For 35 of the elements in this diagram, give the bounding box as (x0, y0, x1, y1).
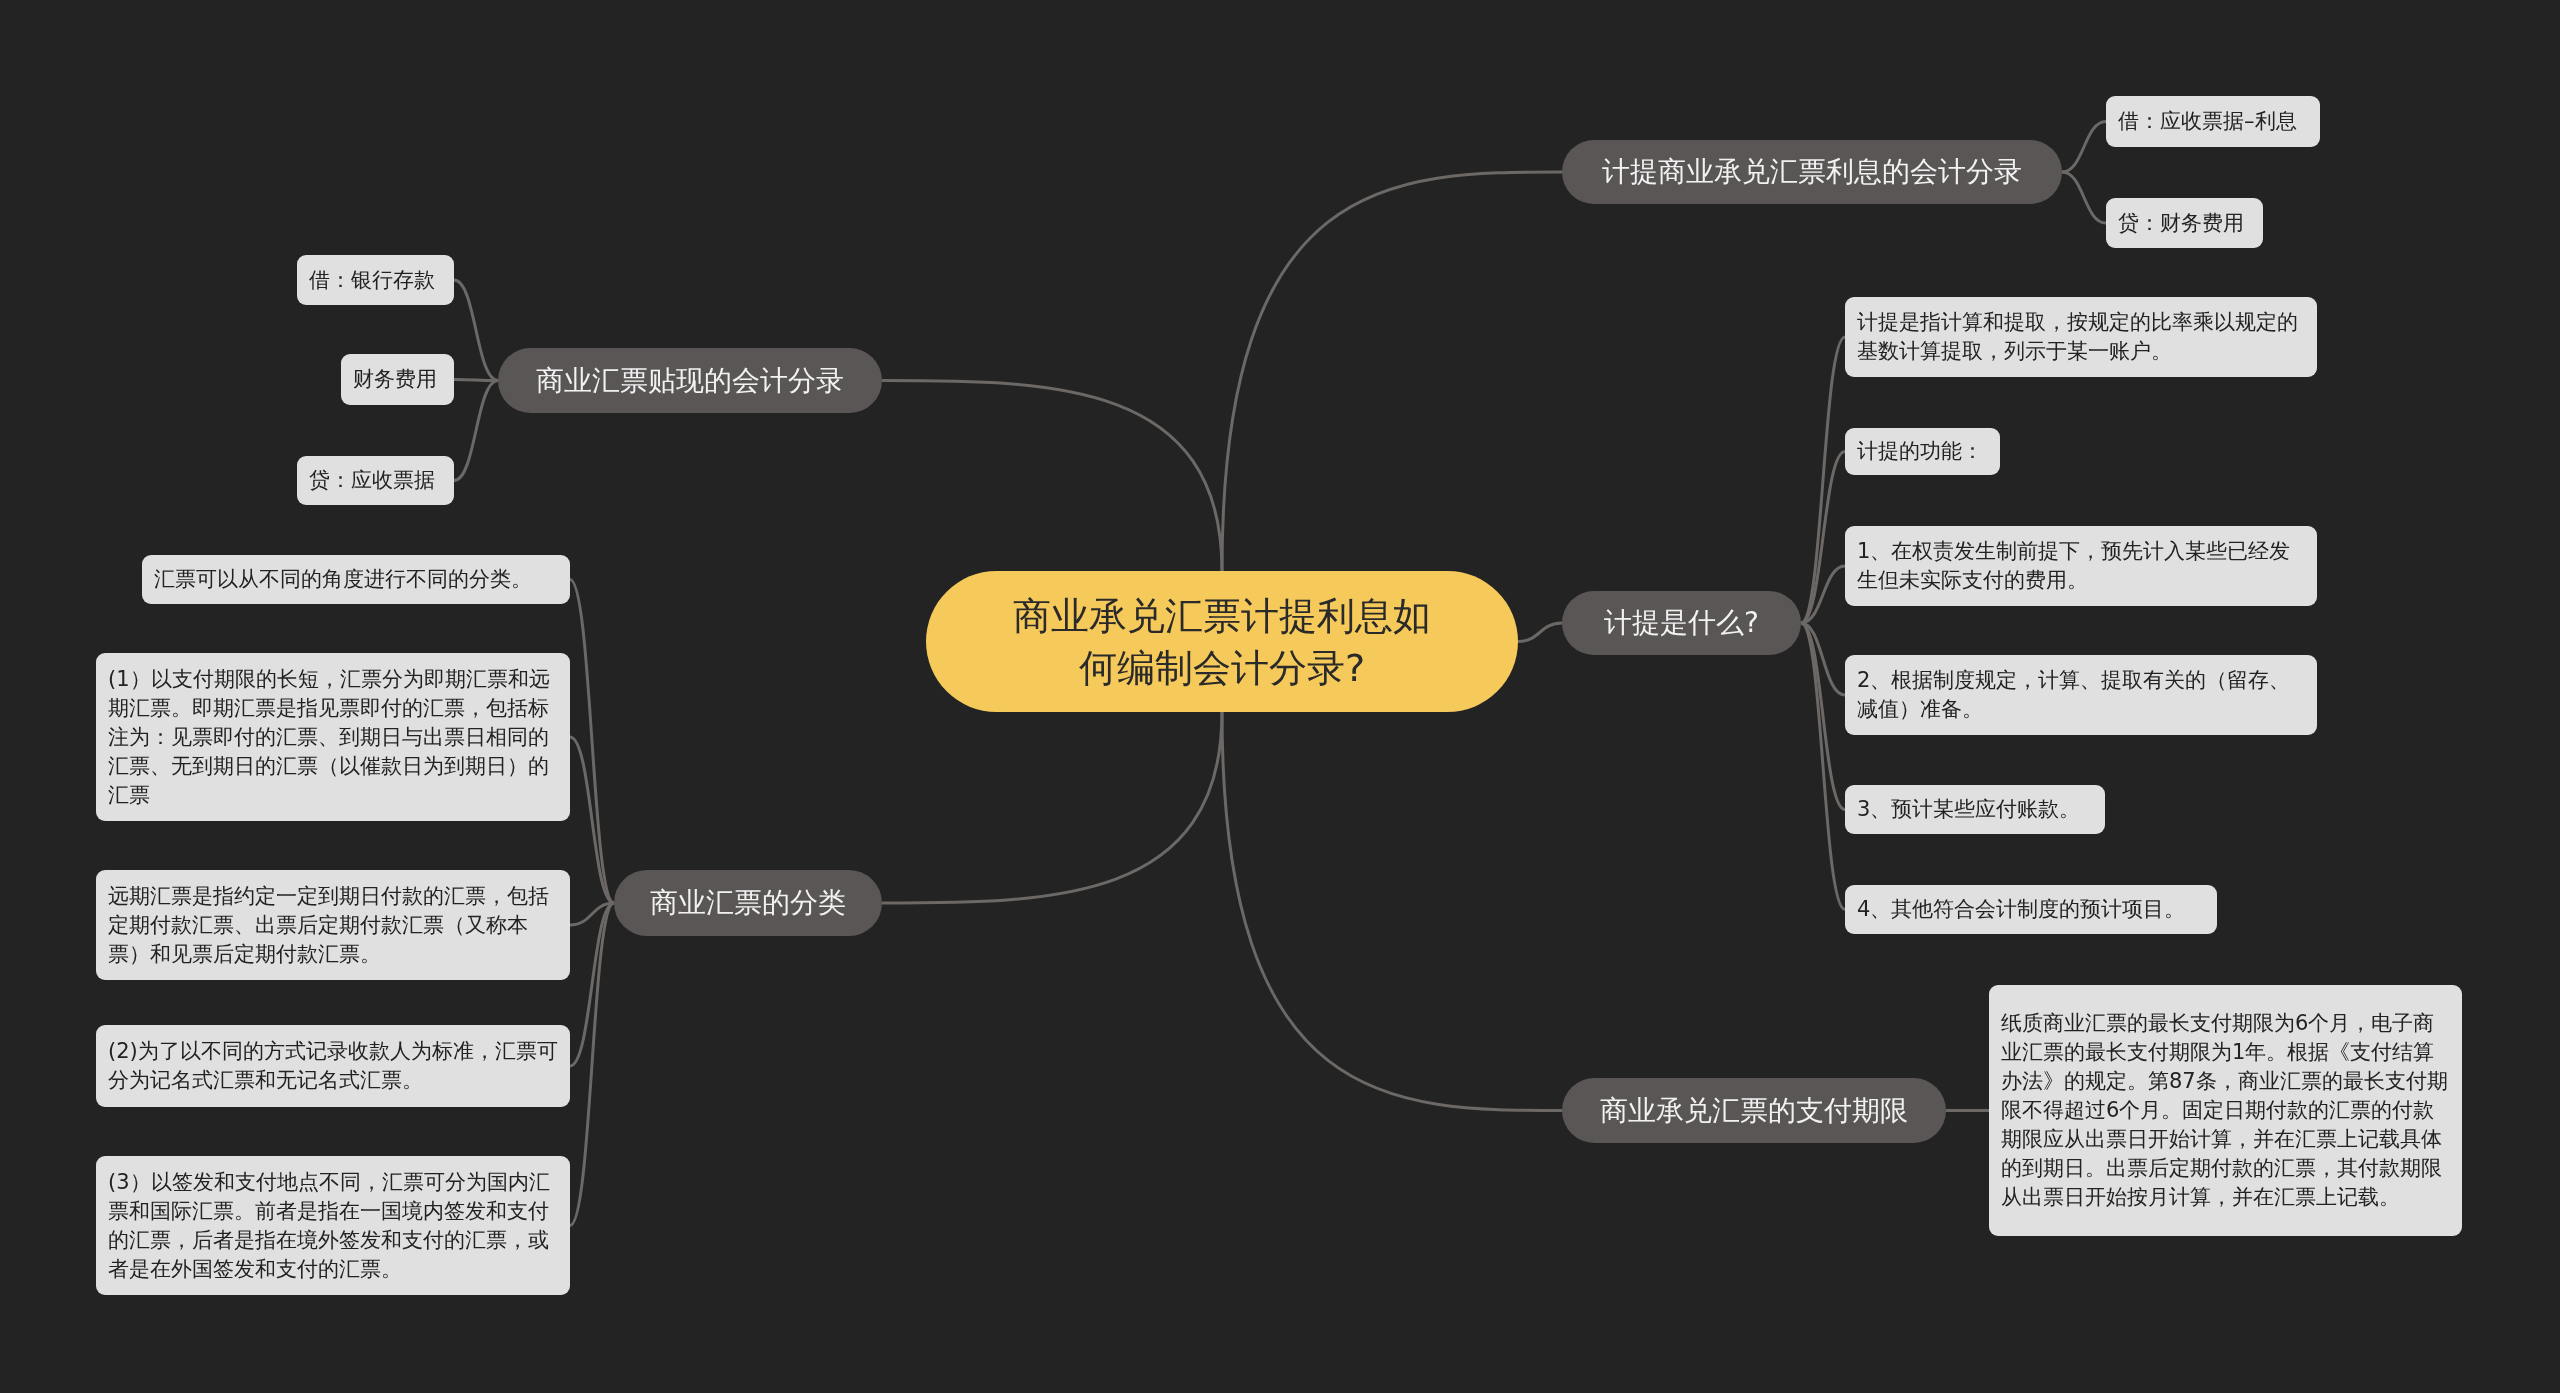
note-box: (1）以支付期限的长短，汇票分为即期汇票和远期汇票。即期汇票是指见票即付的汇票，包括标注为：见票即付的汇票、到期日与出票日相同的汇票、无到期日的汇票（以催款日为到期日）的汇票 (96, 653, 570, 821)
note-box: 借：银行存款 (297, 255, 454, 305)
note-box: 3、预计某些应付账款。 (1845, 785, 2105, 834)
note-box: 借：应收票据–利息 (2106, 96, 2320, 147)
note-box: 1、在权责发生制前提下，预先计入某些已经发生但未实际支付的费用。 (1845, 526, 2317, 606)
topic-box: 商业汇票的分类 (614, 870, 882, 936)
connector-line (882, 379, 1224, 572)
topic-box: 计提商业承兑汇票利息的会计分录 (1562, 140, 2062, 204)
note-box: 贷：应收票据 (297, 456, 454, 505)
connector-line (453, 278, 499, 382)
connector-line (2061, 170, 2107, 225)
note-box: 2、根据制度规定，计算、提取有关的（留存、减值）准备。 (1845, 655, 2317, 735)
note-box: 贷：财务费用 (2106, 198, 2263, 248)
connector-line (1517, 621, 1563, 643)
connector-line (1220, 170, 1562, 572)
note-box: (2)为了以不同的方式记录收款人为标准，汇票可分为记名式汇票和无记名式汇票。 (96, 1025, 570, 1107)
central-topic: 商业承兑汇票计提利息如何编制会计分录? (926, 571, 1518, 712)
topic-box: 商业汇票贴现的会计分录 (498, 348, 882, 413)
connector-line (882, 711, 1224, 905)
topic-box: 计提是什么? (1562, 591, 1801, 655)
connector-line (1946, 1109, 1989, 1112)
note-box: 4、其他符合会计制度的预计项目。 (1845, 885, 2217, 934)
connector-line (1799, 622, 1847, 911)
note-box: 汇票可以从不同的角度进行不同的分类。 (142, 555, 570, 604)
connector-line (453, 379, 499, 482)
connector-line (2061, 120, 2107, 174)
note-box: 财务费用 (341, 354, 454, 405)
connector-line (568, 902, 616, 1227)
connector-line (1220, 711, 1562, 1112)
note-box: 远期汇票是指约定一定到期日付款的汇票，包括定期付款汇票、出票后定期付款汇票（又称本票）和见票后定期付款汇票。 (96, 870, 570, 980)
note-box: (3）以签发和支付地点不同，汇票可分为国内汇票和国际汇票。前者是指在一国境内签发和支付的汇票，后者是指在境外签发和支付的汇票，或者是在外国签发和支付的汇票。 (96, 1156, 570, 1295)
topic-box: 商业承兑汇票的支付期限 (1562, 1078, 1946, 1143)
note-box: 计提的功能： (1845, 428, 2000, 475)
note-box: 纸质商业汇票的最长支付期限为6个月，电子商业汇票的最长支付期限为1年。根据《支付结算办法》的规定。第87条，商业汇票的最长支付期限不得超过6个月。固定日期付款的汇票的付款期限应从出票日开始计算，并在汇票上记载具体的到期日。出票后定期付款的汇票，其付款期限从出票日开始按月计算，并在汇票上记载。 (1989, 985, 2462, 1236)
note-box: 计提是指计算和提取，按规定的比率乘以规定的基数计算提取，列示于某一账户。 (1845, 297, 2317, 377)
